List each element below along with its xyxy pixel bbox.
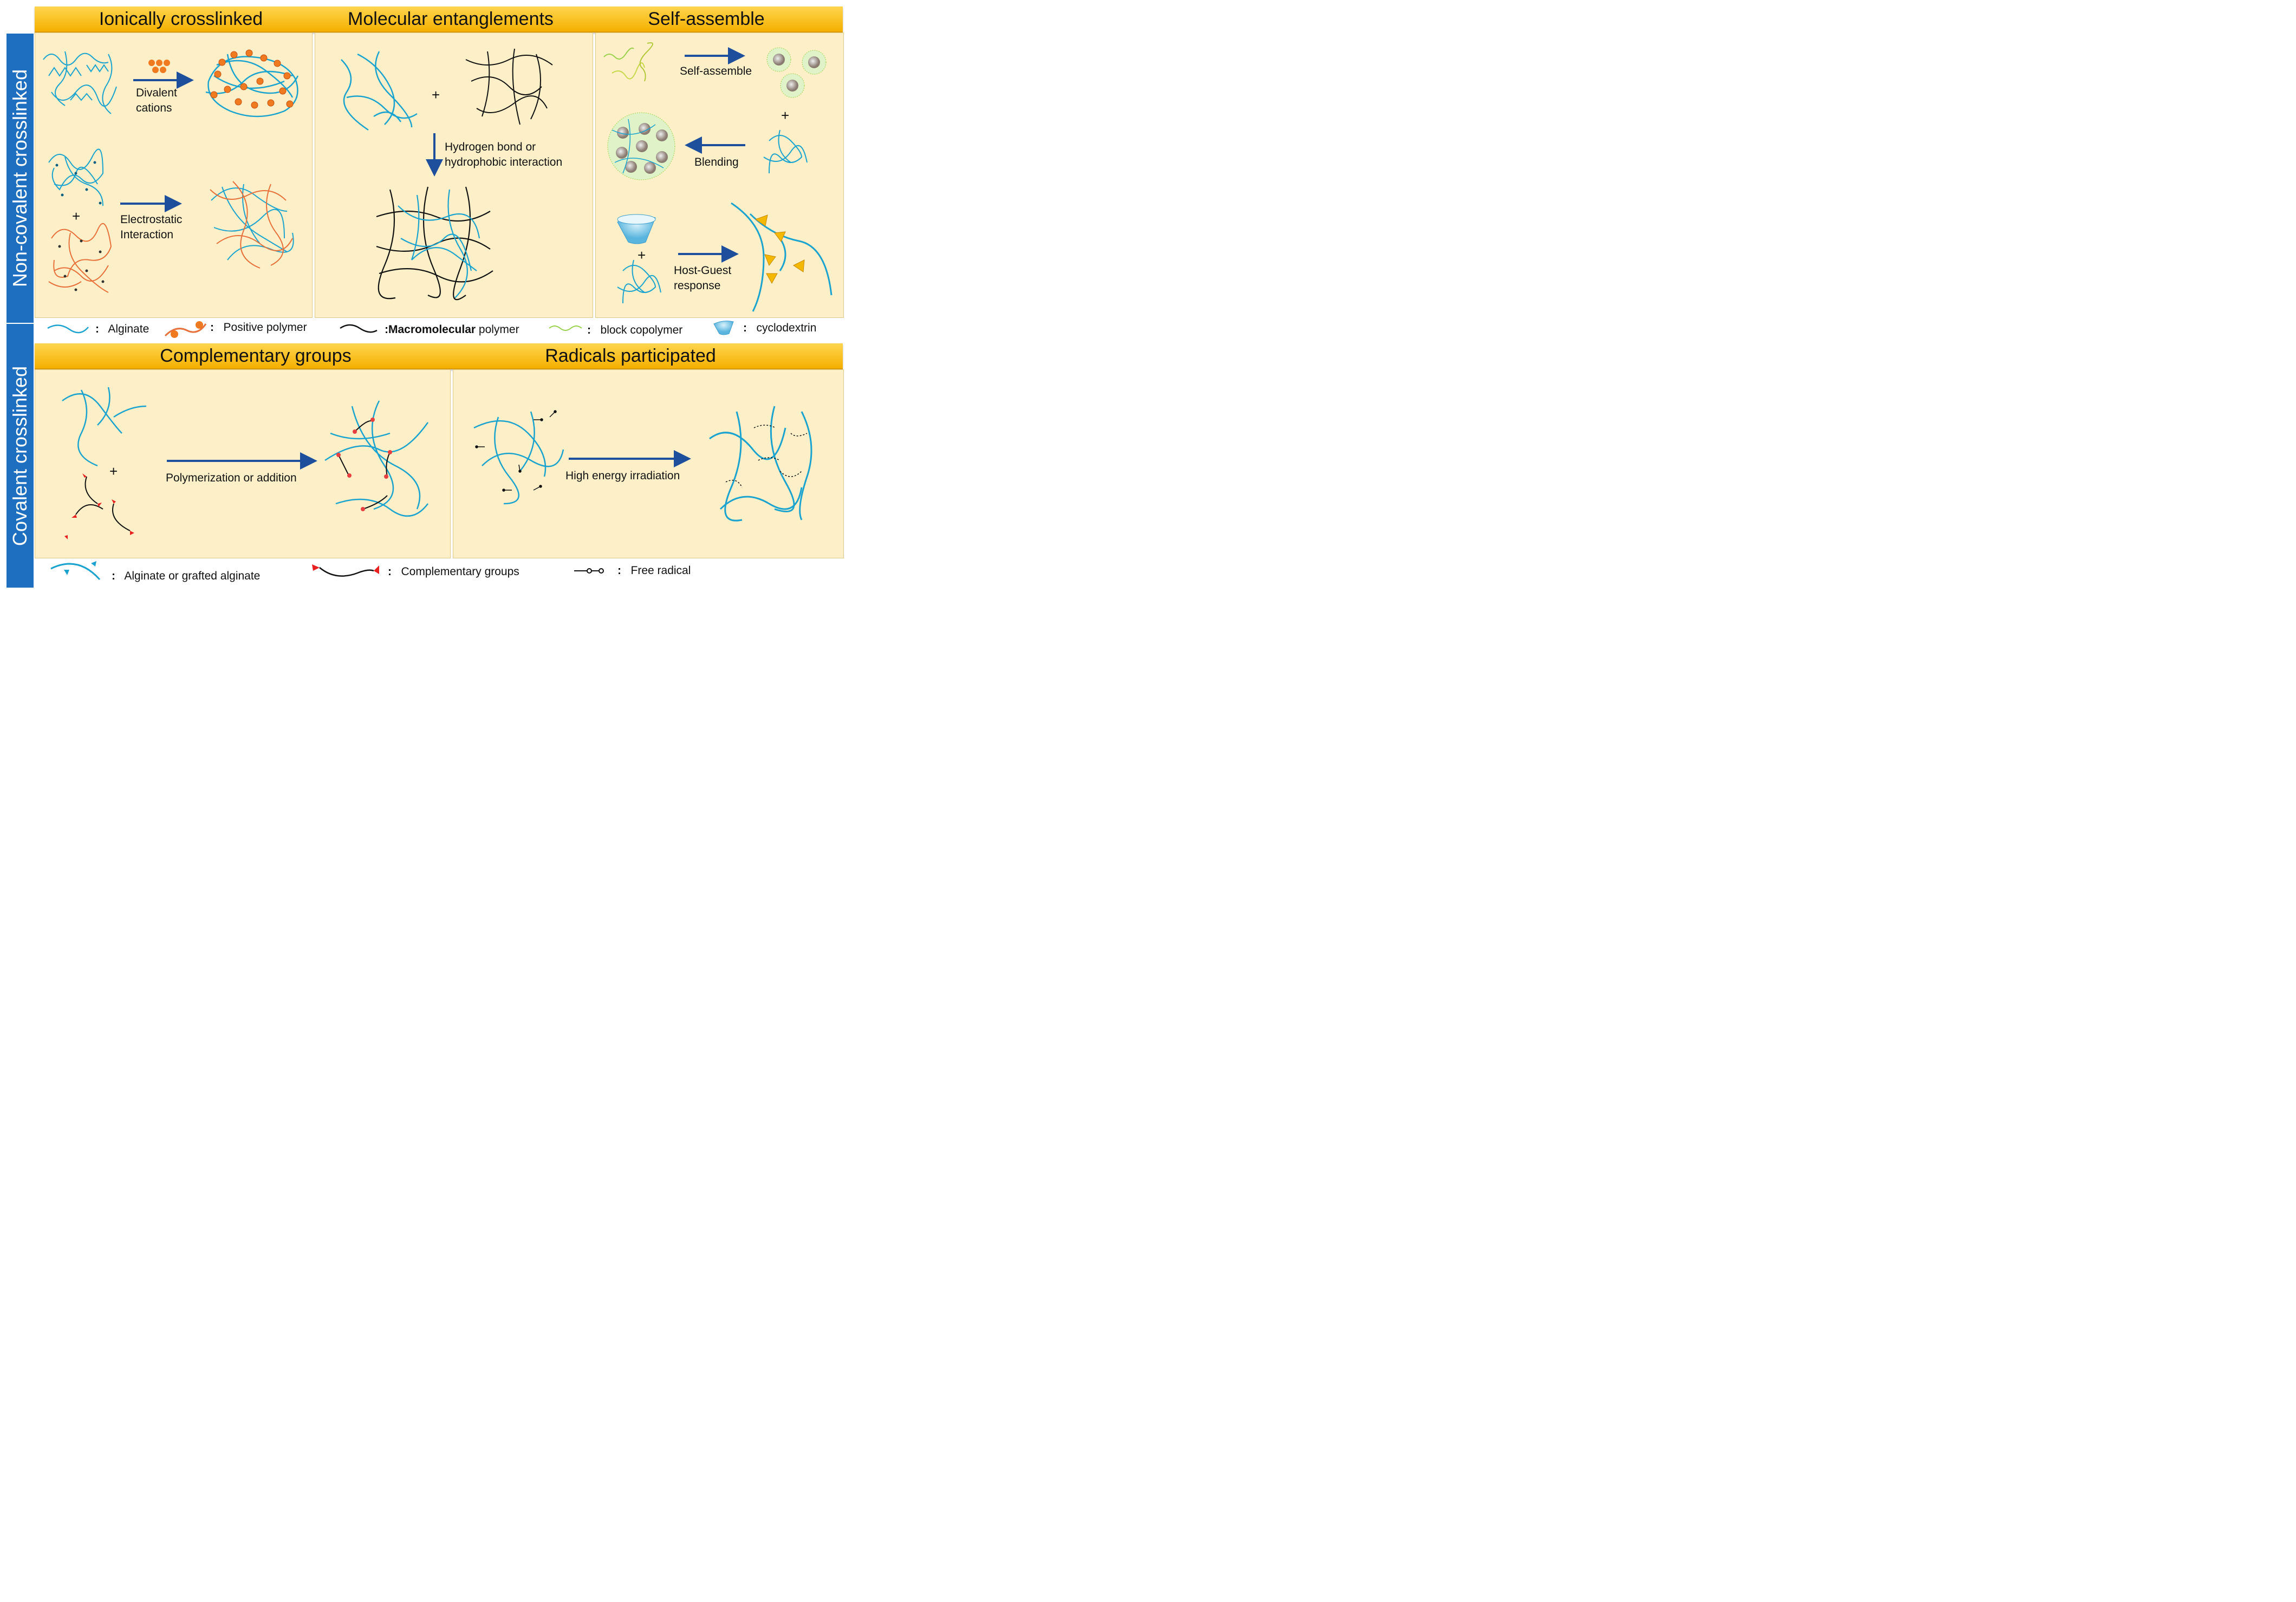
micelle-gel (607, 112, 675, 180)
electrostatic-gel-network (210, 181, 294, 269)
label-hydrophobic: hydrophobic interaction (445, 156, 563, 168)
alginate-coil-blend (763, 129, 808, 174)
label-response: response (674, 279, 721, 292)
legend-grafted-alginate-icon (50, 561, 101, 580)
legend-free-radical-label: Free radical (630, 564, 691, 577)
plus-complementary: + (109, 463, 118, 479)
positive-dots (58, 239, 105, 291)
plus-self-assemble-1: + (781, 107, 790, 123)
header-complementary-groups: Complementary groups (160, 346, 352, 366)
panel-radicals (453, 369, 844, 558)
cation-cluster (148, 60, 170, 73)
grafted-alginate-chains (62, 387, 147, 467)
legend-complementary-groups-label: Complementary groups (401, 565, 519, 578)
alginate-chains-entangle (341, 51, 418, 131)
complementary-chains (64, 473, 134, 539)
block-copolymer-chains (603, 42, 653, 82)
legend-grafted-alginate: : Alginate or grafted alginate (112, 570, 260, 583)
legend-cyclodextrin-icon (713, 321, 734, 335)
legend-cyclodextrin-label: cyclodextrin (756, 322, 817, 334)
ionic-gel-network (205, 54, 299, 118)
plus-entangle: + (432, 87, 440, 103)
header-radicals-participated: Radicals participated (545, 346, 716, 366)
legend-macromolecular-label: polymer (476, 323, 519, 336)
legend-block-copolymer-label: block copolymer (600, 324, 683, 336)
cyclodextrin-large (617, 214, 656, 244)
micelles (766, 47, 827, 98)
legend-complementary-icon (312, 564, 379, 577)
sidebar-non-covalent: Non-covalent crosslinked (6, 34, 34, 323)
legend-alginate-label: Alginate (108, 323, 149, 335)
legend-sep: : (388, 565, 392, 578)
legend-sep: : (587, 324, 591, 336)
legend-macromolecular-bold: Macromolecular (388, 323, 476, 336)
legend-block-copolymer-icon (549, 325, 582, 331)
legend-alginate: : Alginate (95, 323, 149, 336)
black-polymer-network (465, 48, 553, 125)
legend-sep: : (95, 323, 99, 335)
header-self-assemble: Self-assemble (648, 9, 765, 29)
plus-self-assemble-2: + (638, 247, 646, 263)
label-self-assemble: Self-assemble (680, 65, 752, 77)
header-ionically-crosslinked: Ionically crosslinked (99, 9, 263, 29)
ionic-gel-cations (210, 49, 294, 109)
anionic-dots (55, 161, 102, 205)
sidebar-covalent: Covalent crosslinked (6, 324, 34, 588)
legend-sep: : (743, 322, 747, 334)
radical-crosslinked-network (709, 406, 812, 522)
label-polymerization: Polymerization or addition (166, 472, 297, 484)
label-host-guest: Host-Guest (674, 264, 732, 277)
label-interaction: Interaction (120, 229, 174, 241)
legend-complementary-groups: : Complementary groups (388, 565, 519, 578)
legend-alginate-icon (47, 324, 89, 334)
legend-macromolecular: :Macromolecular polymer (385, 323, 519, 336)
label-divalent: Divalent (136, 87, 177, 99)
legend-free-radical-icon (574, 568, 604, 574)
legend-sep: : (210, 321, 214, 334)
legend-sep: : (385, 323, 388, 336)
header-molecular-entanglements: Molecular entanglements (348, 9, 554, 29)
legend-macromolecular-icon (340, 324, 378, 333)
label-cations: cations (136, 102, 172, 114)
panel-entanglement (315, 32, 593, 318)
entangled-network (376, 186, 493, 301)
legend-cyclodextrin: : cyclodextrin (743, 322, 816, 335)
label-high-energy: High energy irradiation (565, 470, 680, 482)
legend-free-radical: : Free radical (617, 564, 691, 577)
positive-polymer-coil (48, 223, 112, 293)
panel-complementary (35, 369, 451, 558)
legend-block-copolymer: : block copolymer (587, 324, 682, 337)
covalent-network (324, 400, 429, 517)
legend-sep: : (112, 570, 115, 582)
legend-grafted-alginate-label: Alginate or grafted alginate (124, 570, 261, 582)
legend-positive-polymer-icon (164, 321, 207, 338)
plus-ionic: + (72, 208, 81, 224)
alginate-coil-host (617, 259, 661, 304)
label-hydrogen-bond: Hydrogen bond or (445, 141, 536, 153)
legend-sep: : (617, 564, 621, 577)
label-blending: Blending (694, 156, 739, 168)
legend-positive-polymer-label: Positive polymer (223, 321, 307, 334)
alginate-squiggle-ionic (43, 51, 117, 114)
diagram-drawing (43, 42, 832, 580)
alginate-radical-chains (473, 410, 564, 505)
label-electrostatic: Electrostatic (120, 213, 183, 226)
section2-header: Complementary groups Radicals participat… (35, 343, 843, 369)
host-guest-complex (731, 202, 832, 312)
section1-header: Ionically crosslinked Molecular entangle… (35, 6, 843, 32)
legend-positive-polymer: : Positive polymer (210, 321, 307, 334)
anionic-polymer-coil (48, 148, 104, 206)
